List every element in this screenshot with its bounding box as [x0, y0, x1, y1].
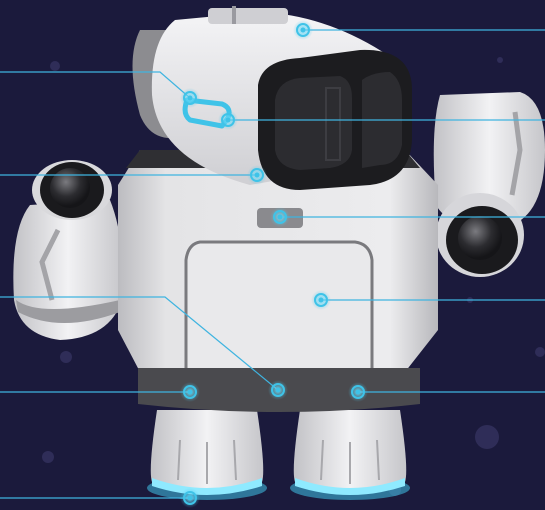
robot-left-arm — [13, 160, 122, 340]
hotspot-belt-center[interactable] — [268, 380, 288, 400]
hotspot-belt-left[interactable] — [180, 382, 200, 402]
hotspot-visor-top[interactable] — [293, 20, 313, 40]
hotspot-chest-sensor[interactable] — [270, 207, 290, 227]
robot-legs — [147, 410, 410, 500]
hotspot-neck[interactable] — [247, 165, 267, 185]
hotspot-head-side-light[interactable] — [180, 88, 200, 108]
hotspot-chest-panel[interactable] — [311, 290, 331, 310]
hotspot-belt-right[interactable] — [348, 382, 368, 402]
hotspot-foot-glow[interactable] — [180, 488, 200, 508]
robot-torso — [118, 150, 438, 412]
hotspot-head-side-button[interactable] — [218, 110, 238, 130]
